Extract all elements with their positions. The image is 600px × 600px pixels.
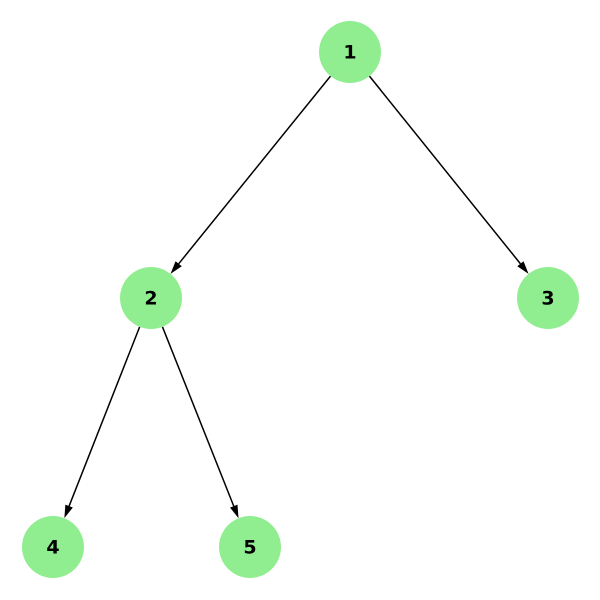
edge-2-to-5 [161, 326, 239, 519]
node-label: 4 [46, 537, 59, 559]
edges-layer [64, 75, 529, 519]
arrowhead-icon [170, 261, 182, 274]
graph-node-5[interactable]: 5 [219, 516, 281, 578]
edge-line [178, 75, 332, 265]
node-circle[interactable] [219, 516, 281, 578]
node-label: 2 [144, 288, 157, 310]
nodes-layer: 1 2 3 4 5 [22, 21, 579, 578]
edge-line [368, 75, 521, 265]
arrowhead-icon [230, 504, 239, 519]
node-circle[interactable] [120, 267, 182, 329]
node-circle[interactable] [319, 21, 381, 83]
graph-node-4[interactable]: 4 [22, 516, 84, 578]
arrowhead-icon [517, 261, 529, 274]
arrowhead-icon [64, 504, 73, 519]
node-label: 5 [243, 537, 256, 559]
edge-2-to-4 [64, 326, 141, 519]
edge-line [68, 326, 141, 507]
edge-1-to-3 [368, 75, 529, 274]
edge-line [161, 326, 235, 507]
node-circle[interactable] [517, 267, 579, 329]
graph-node-3[interactable]: 3 [517, 267, 579, 329]
graph-node-1[interactable]: 1 [319, 21, 381, 83]
node-label: 1 [343, 42, 356, 64]
node-circle[interactable] [22, 516, 84, 578]
graph-node-2[interactable]: 2 [120, 267, 182, 329]
edge-1-to-2 [170, 75, 332, 274]
node-label: 3 [541, 288, 554, 310]
